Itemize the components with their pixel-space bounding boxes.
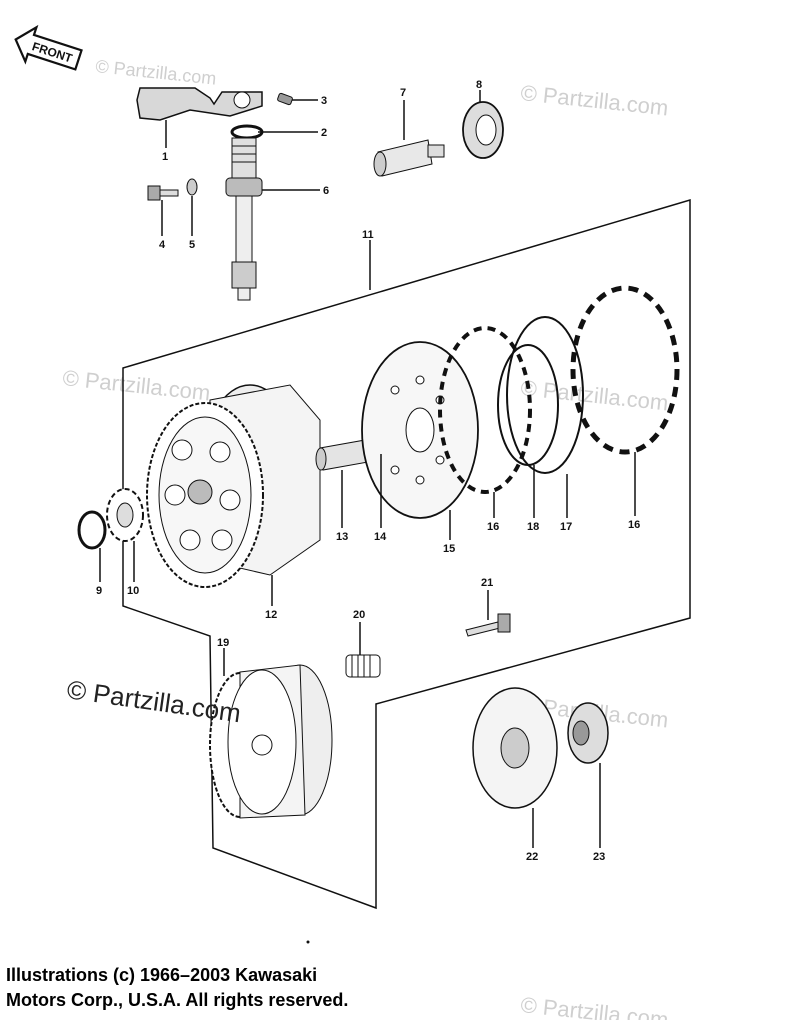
callout-23: 23 <box>593 851 605 863</box>
copyright-line-1: Illustrations (c) 1966–2003 Kawasaki <box>6 965 318 985</box>
leader-lines <box>99 90 636 848</box>
washer-5 <box>186 178 198 196</box>
callout-1: 1 <box>162 151 168 163</box>
watermark-top-right: © Partzilla.com <box>519 80 669 120</box>
plate-22 <box>472 687 558 809</box>
set-screw <box>277 92 293 106</box>
friction-plate-a <box>438 326 532 494</box>
watermark-mid-right: © Partzilla.com <box>519 375 669 415</box>
bearing-cup-23 <box>567 702 609 764</box>
copyright-line-2: Motors Corp., U.S.A. All rights reserved… <box>6 990 349 1010</box>
release-lever <box>136 87 263 121</box>
callout-6: 6 <box>323 185 329 197</box>
callout-16b: 16 <box>628 519 640 531</box>
callout-19: 19 <box>217 637 229 649</box>
bolt-21 <box>465 613 511 637</box>
watermark-mid-left: © Partzilla.com <box>61 365 211 405</box>
sprocket-10 <box>106 488 144 542</box>
callout-4: 4 <box>159 239 166 251</box>
watermark-top-left: © Partzilla.com <box>95 56 218 89</box>
callout-15: 15 <box>443 543 455 555</box>
clutch-hub <box>361 341 479 519</box>
o-ring <box>230 124 264 140</box>
callout-21: 21 <box>481 577 493 589</box>
sleeve-13 <box>315 439 369 471</box>
friction-plate-b <box>570 285 680 455</box>
assembly-outline <box>122 198 691 910</box>
callout-11: 11 <box>362 229 374 241</box>
callout-9: 9 <box>96 585 102 597</box>
front-arrow: FRONT <box>14 24 83 71</box>
ball-bearing <box>462 101 504 159</box>
watermark-primary: © Partzilla.com <box>65 674 243 728</box>
spring-20 <box>345 654 381 678</box>
clutch-housing <box>146 384 321 588</box>
callout-2: 2 <box>321 127 327 139</box>
callout-10: 10 <box>127 585 139 597</box>
bolt-4 <box>147 185 179 201</box>
stray-dot <box>306 940 310 944</box>
callout-18: 18 <box>527 521 539 533</box>
watermark-bottom: © Partzilla.com <box>519 992 669 1020</box>
release-shaft <box>225 137 263 301</box>
callout-5: 5 <box>189 239 195 251</box>
pushrod <box>373 139 445 177</box>
callout-22: 22 <box>526 851 538 863</box>
steel-plate-17 <box>506 316 584 474</box>
washer-9 <box>77 510 107 550</box>
callout-12: 12 <box>265 609 277 621</box>
callout-16a: 16 <box>487 521 499 533</box>
callout-17: 17 <box>560 521 572 533</box>
pressure-gear-19 <box>209 664 333 819</box>
callout-14: 14 <box>374 531 387 543</box>
callout-3: 3 <box>321 95 327 107</box>
callout-20: 20 <box>353 609 365 621</box>
callout-13: 13 <box>336 531 348 543</box>
callout-7: 7 <box>400 87 406 99</box>
callout-8: 8 <box>476 79 482 91</box>
